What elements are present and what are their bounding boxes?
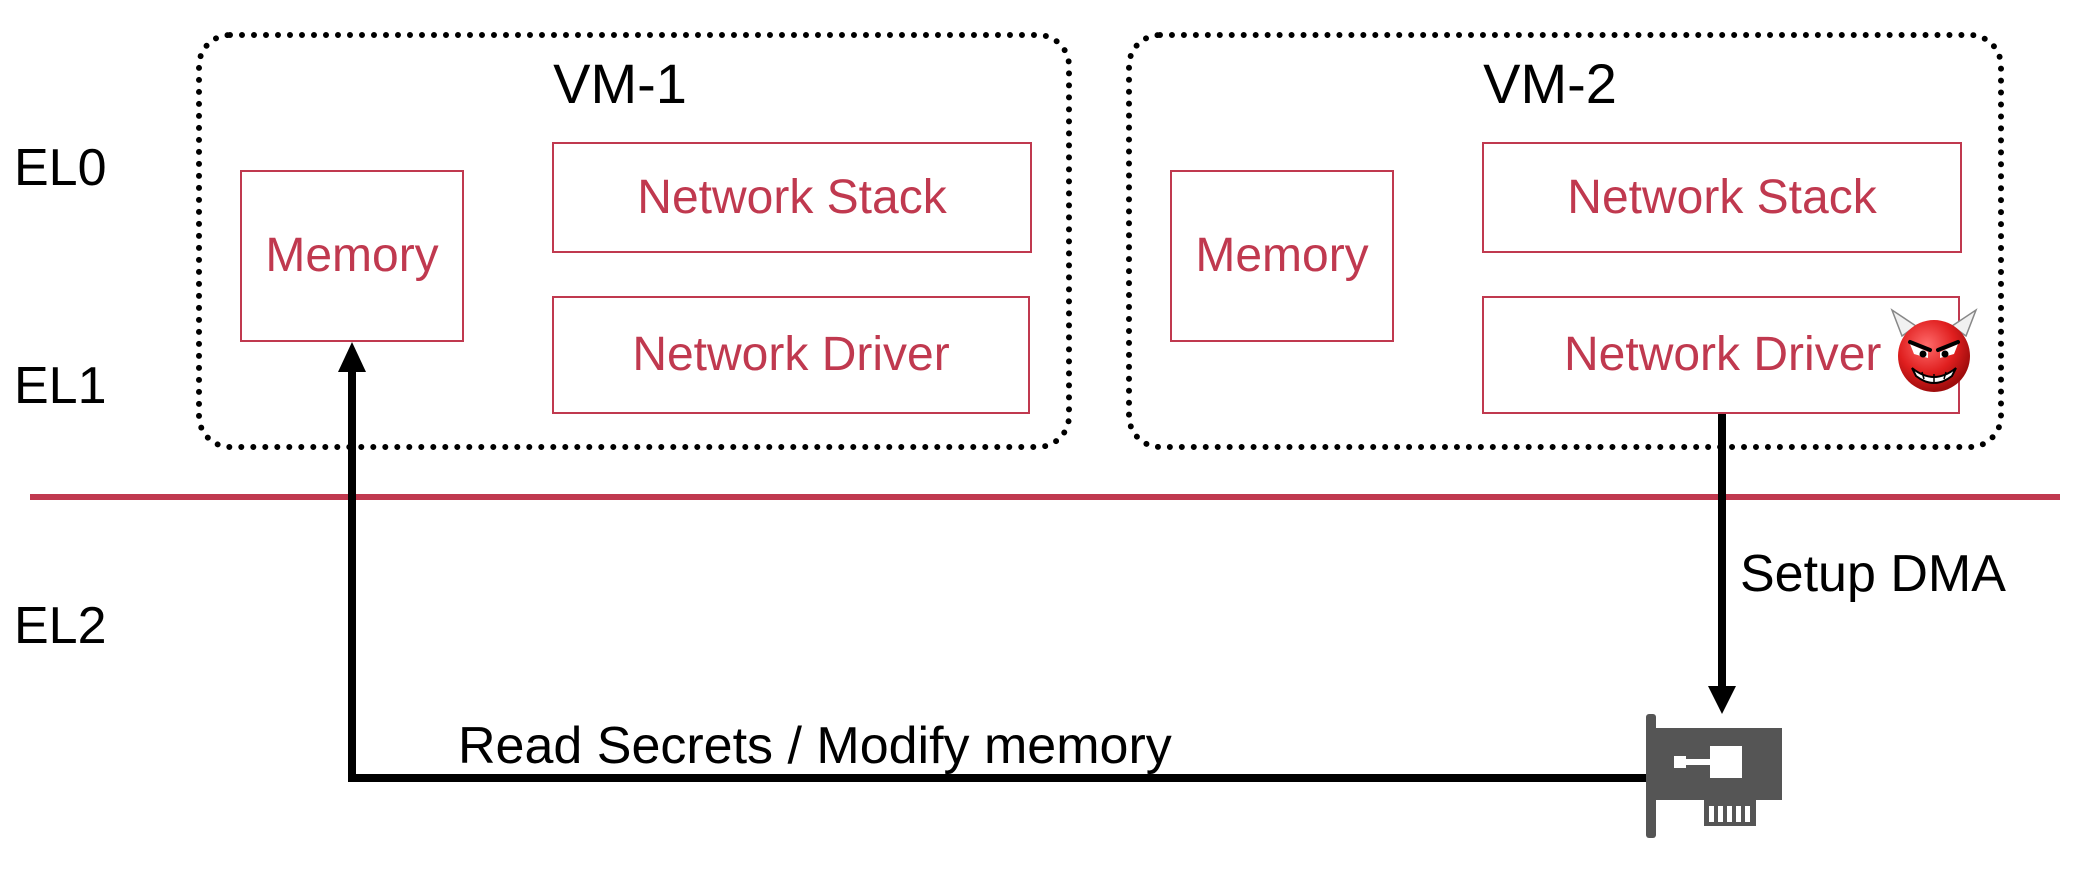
el1-label: EL1: [14, 357, 107, 415]
vm2-container: [1126, 32, 2004, 450]
vm2-title: VM-2: [1483, 52, 1617, 115]
setup-dma-label: Setup DMA: [1740, 545, 2006, 603]
vm2-network-stack-box: Network Stack: [1482, 142, 1962, 253]
vm1-container: [196, 32, 1072, 450]
vm2-network-driver-label: Network Driver: [1564, 328, 1882, 381]
vm2-network-driver-box: Network Driver: [1482, 296, 1960, 414]
vm1-network-stack-box: Network Stack: [552, 142, 1032, 253]
read-secrets-label: Read Secrets / Modify memory: [458, 717, 1172, 775]
network-card-icon: [1646, 714, 1782, 838]
vm1-memory-box: Memory: [240, 170, 464, 342]
vm1-network-driver-box: Network Driver: [552, 296, 1030, 414]
el2-label: EL2: [14, 597, 107, 655]
vm2-memory-box: Memory: [1170, 170, 1394, 342]
setup-dma-arrowhead: [1708, 686, 1736, 714]
read-secrets-arrow-line: [348, 370, 1652, 782]
el0-label: EL0: [14, 139, 107, 197]
devil-face-icon: [1890, 308, 1978, 392]
privilege-boundary-line: [30, 494, 2060, 500]
vm1-title: VM-1: [553, 52, 687, 115]
read-secrets-arrowhead: [338, 342, 366, 372]
